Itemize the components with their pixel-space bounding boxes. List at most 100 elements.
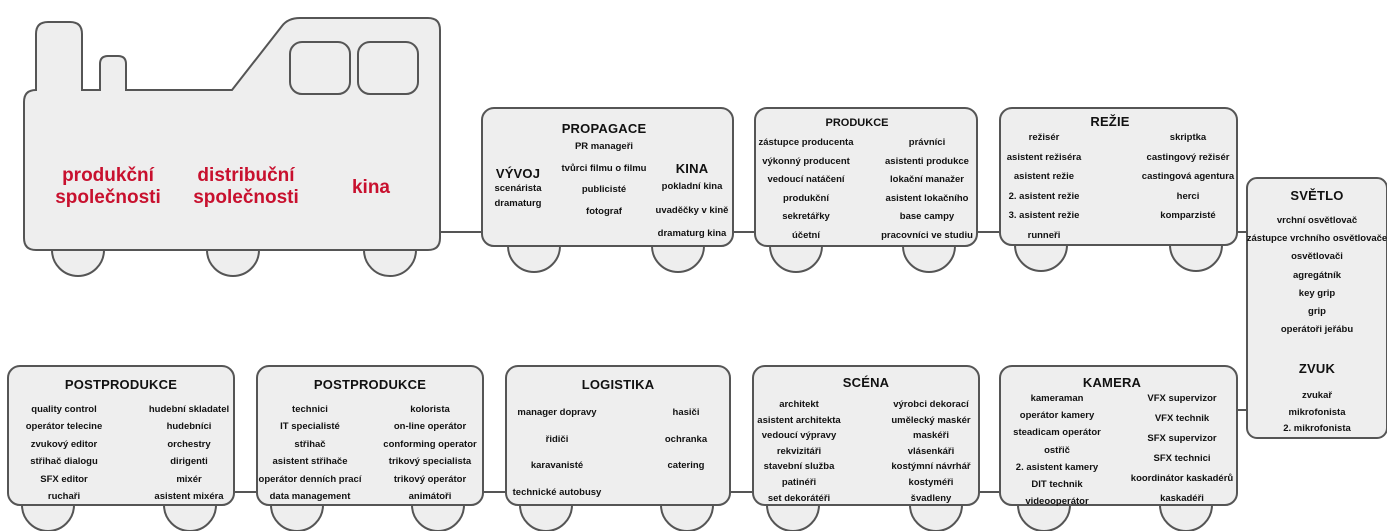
rezie-title: REŽIE bbox=[1090, 114, 1130, 129]
list-item: SFX technici bbox=[1153, 453, 1211, 464]
list-item: operátor telecine bbox=[25, 421, 103, 433]
list-item: runneři bbox=[1027, 230, 1061, 241]
list-item: dirigenti bbox=[170, 456, 208, 468]
list-item: asistent režie bbox=[1013, 171, 1075, 183]
list-item: patinéři bbox=[781, 477, 817, 488]
list-item: castingový režisér bbox=[1146, 151, 1230, 163]
list-item: umělecký maskér bbox=[891, 414, 971, 426]
list-item: střihač bbox=[294, 438, 326, 450]
vyvoj-title: VÝVOJ bbox=[495, 166, 541, 181]
list-item: ostřič bbox=[1044, 444, 1070, 456]
list-item: kostyméři bbox=[908, 477, 954, 488]
list-item: pracovníci ve studiu bbox=[881, 230, 973, 241]
list-item: uvaděčky v kině bbox=[655, 205, 729, 216]
car-postprodukce-2 bbox=[256, 365, 484, 506]
list-item: řidiči bbox=[545, 433, 569, 445]
list-item: zvukový editor bbox=[30, 438, 98, 450]
logistika-title: LOGISTIKA bbox=[581, 377, 655, 392]
svetlo-title: SVĚTLO bbox=[1290, 188, 1344, 203]
list-item: trikový specialista bbox=[388, 456, 472, 468]
list-item: maskéři bbox=[913, 430, 949, 442]
list-item: režisér bbox=[1028, 132, 1060, 143]
list-item: architekt bbox=[779, 399, 819, 410]
kamera-title: KAMERA bbox=[1082, 375, 1142, 390]
list-item: tvůrci filmu o filmu bbox=[561, 163, 647, 174]
list-item: 3. asistent režie bbox=[1008, 210, 1080, 222]
list-item: kolorista bbox=[410, 404, 450, 415]
list-item: operátor kamery bbox=[1019, 410, 1095, 422]
list-item: právníci bbox=[908, 137, 946, 148]
list-item: technici bbox=[292, 404, 328, 415]
list-item: vedoucí natáčení bbox=[767, 174, 845, 186]
postprodukce-1-title: POSTPRODUKCE bbox=[64, 377, 178, 392]
list-item: stavební služba bbox=[763, 461, 835, 473]
list-item: operátoři jeřábu bbox=[1280, 324, 1354, 336]
list-item: zástupce producenta bbox=[758, 137, 854, 148]
zvuk-title: ZVUK bbox=[1298, 361, 1336, 376]
produkce-title: PRODUKCE bbox=[825, 117, 889, 129]
car-kamera bbox=[999, 365, 1238, 506]
list-item: trikový operátor bbox=[393, 473, 467, 485]
list-item: manager dopravy bbox=[517, 407, 597, 418]
list-item: vrchní osvětlovač bbox=[1276, 215, 1358, 226]
list-item: asistent lokačního bbox=[885, 192, 969, 204]
list-item: karavanisté bbox=[530, 460, 584, 471]
list-item: osvětlovači bbox=[1291, 251, 1343, 263]
list-item: VFX supervizor bbox=[1147, 393, 1217, 404]
list-item: ochranka bbox=[664, 433, 708, 445]
list-item: komparzisté bbox=[1160, 210, 1216, 222]
list-item: quality control bbox=[31, 404, 97, 415]
car-postprodukce-1 bbox=[7, 365, 235, 506]
list-item: pokladní kina bbox=[661, 181, 723, 192]
list-item: sekretářky bbox=[782, 211, 830, 223]
list-item: mikrofonista bbox=[1288, 406, 1346, 418]
list-item: střihač dialogu bbox=[30, 456, 98, 468]
list-item: kostýmní návrhář bbox=[891, 461, 971, 473]
car-rezie bbox=[999, 107, 1238, 246]
list-item: účetní bbox=[792, 230, 820, 241]
list-item: 2. mikrofonista bbox=[1283, 423, 1351, 434]
list-item: grip bbox=[1308, 306, 1326, 317]
postprodukce-2-title: POSTPRODUKCE bbox=[313, 377, 427, 392]
list-item: IT specialisté bbox=[280, 421, 340, 433]
list-item: mixér bbox=[176, 473, 202, 485]
locomotive-window bbox=[289, 41, 351, 95]
list-item: asistenti produkce bbox=[885, 155, 969, 167]
list-item: DIT technik bbox=[1031, 479, 1083, 490]
list-item: 2. asistent režie bbox=[1008, 190, 1080, 202]
list-item: herci bbox=[1176, 190, 1200, 202]
locomotive-window bbox=[357, 41, 419, 95]
list-item: výkonný producent bbox=[762, 155, 850, 167]
list-item: asistent režiséra bbox=[1006, 151, 1082, 163]
list-item: SFX supervizor bbox=[1147, 433, 1217, 444]
loco-label-kina: kina bbox=[351, 177, 391, 198]
list-item: vedoucí výpravy bbox=[761, 430, 837, 442]
list-item: scenárista bbox=[494, 183, 542, 194]
list-item: hasiči bbox=[672, 407, 700, 418]
list-item: orchestry bbox=[167, 438, 211, 450]
car-svetlo bbox=[1246, 177, 1387, 439]
list-item: conforming operator bbox=[383, 438, 477, 450]
list-item: on-line operátor bbox=[393, 421, 467, 433]
list-item: koordinátor kaskadérů bbox=[1130, 473, 1234, 484]
list-item: skriptka bbox=[1169, 132, 1207, 143]
list-item: rekvizitáři bbox=[776, 445, 822, 457]
list-item: data management bbox=[269, 491, 351, 502]
list-item: technické autobusy bbox=[512, 486, 602, 498]
propagace-title: PROPAGACE bbox=[561, 121, 647, 136]
list-item: asistent architekta bbox=[757, 414, 841, 426]
wheels bbox=[21, 244, 1223, 531]
car-produkce bbox=[754, 107, 978, 247]
list-item: publicisté bbox=[581, 184, 627, 195]
list-item: dramaturg kina bbox=[657, 228, 727, 239]
car-logistika bbox=[505, 365, 731, 506]
car-scena bbox=[752, 365, 980, 506]
list-item: PR manageři bbox=[574, 141, 634, 152]
list-item: key grip bbox=[1298, 287, 1336, 299]
list-item: SFX editor bbox=[40, 473, 88, 485]
list-item: kameraman bbox=[1030, 393, 1084, 404]
list-item: dramaturg bbox=[494, 198, 542, 209]
list-item: asistent mixéra bbox=[154, 491, 224, 502]
